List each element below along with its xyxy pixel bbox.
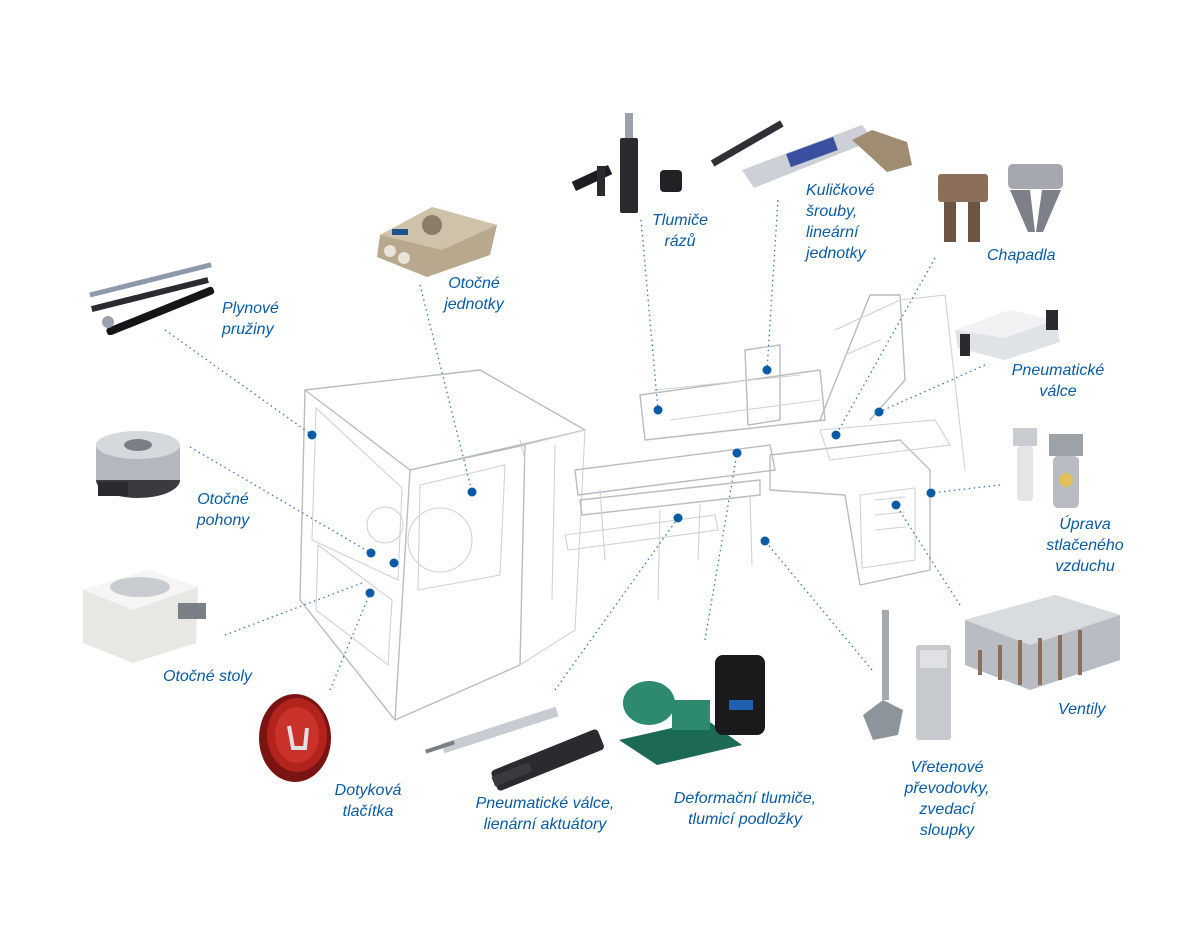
- dot-pneumaticke-valce-bottom: [673, 513, 683, 523]
- leader-otocne-jednotky: [419, 284, 473, 493]
- air-preparation-icon: [1013, 428, 1083, 508]
- dot-vretenove-prevodovky: [760, 536, 770, 546]
- label-uprava-vzduchu: Úprava stlačeného vzduchu: [1046, 516, 1124, 575]
- valve-manifold-icon: [965, 595, 1120, 690]
- label-ventily: Ventily: [1058, 701, 1106, 718]
- label-otocne-stoly: Otočné stoly: [163, 668, 252, 685]
- linear-unit-icon: [710, 120, 912, 188]
- dot-otocne-jednotky: [467, 487, 477, 497]
- rotary-unit-icon: [377, 207, 497, 277]
- rotary-table-icon: [83, 570, 206, 663]
- leader-kulickove-srouby: [766, 199, 779, 371]
- pneumatic-cylinder-icon: [955, 310, 1060, 360]
- label-otocne-jednotky: Otočné jednotky: [444, 275, 504, 313]
- shock-absorber-icon: [571, 113, 682, 213]
- label-chapadla: Chapadla: [987, 247, 1056, 264]
- sketch-gantry: [639, 369, 826, 441]
- screw-jack-icon: [863, 610, 951, 740]
- leader-vretenove-prevodovky: [764, 540, 873, 671]
- label-pneumaticke-valce-right: Pneumatické válce: [1011, 362, 1105, 400]
- leader-uprava-vzduchu: [930, 484, 1001, 494]
- label-plynove-pruziny: Plynové pružiny: [222, 300, 279, 338]
- sketch-right-cabinet: [769, 439, 931, 586]
- touch-button-icon: [259, 694, 331, 782]
- dot-deformacni-tlumice: [732, 448, 742, 458]
- dot-ventily: [891, 500, 901, 510]
- linear-actuator-icon: [425, 706, 604, 791]
- label-deformacni-tlumice: Deformační tlumiče, tlumicí podložky: [673, 790, 817, 828]
- dot-otocne-stoly-extra: [389, 558, 399, 568]
- dot-dotykova-tlacitka: [365, 588, 375, 598]
- dot-uprava-vzduchu: [926, 488, 936, 498]
- dot-tlumice-razu: [653, 405, 663, 415]
- dot-chapadla: [831, 430, 841, 440]
- leader-pneumaticke-valce-right: [878, 364, 986, 413]
- gripper-icon: [938, 164, 1063, 242]
- dot-otocne-pohony: [366, 548, 376, 558]
- leader-pneumaticke-valce-bottom: [554, 517, 679, 691]
- leader-dotykova-tlacitka: [329, 592, 371, 691]
- label-tlumice-razu: Tlumiče rázů: [651, 212, 708, 250]
- leader-tlumice-razu: [640, 219, 659, 411]
- dot-plynove-pruziny: [307, 430, 317, 440]
- leader-ventily: [895, 504, 961, 606]
- leader-plynove-pruziny: [164, 329, 313, 436]
- sketch-conveyor: [574, 444, 776, 496]
- rotary-drive-icon: [96, 431, 180, 498]
- damping-pad-icon: [619, 655, 765, 765]
- leader-chapadla: [835, 257, 936, 436]
- label-pneumaticke-valce-bottom: Pneumatické válce, lienární aktuátory: [475, 795, 615, 833]
- sketch-cabinet-top: [304, 369, 586, 471]
- label-kulickove-srouby: Kuličkové šrouby, lineární jednotky: [806, 182, 875, 262]
- sketch-cabinet-side: [394, 444, 526, 721]
- gas-spring-icon: [89, 262, 215, 335]
- label-vretenove-prevodovky: Vřetenové převodovky, zvedací sloupky: [904, 759, 990, 839]
- dot-kulickove-srouby: [762, 365, 772, 375]
- leader-otocne-stoly: [224, 582, 363, 636]
- label-dotykova-tlacitka: Dotyková tlačítka: [334, 782, 402, 820]
- sketch-lift-arm: [819, 294, 906, 421]
- dot-pneumaticke-valce-right: [874, 407, 884, 417]
- leader-deformacni-tlumice: [704, 452, 738, 641]
- label-otocne-pohony: Otočné pohony: [196, 491, 250, 529]
